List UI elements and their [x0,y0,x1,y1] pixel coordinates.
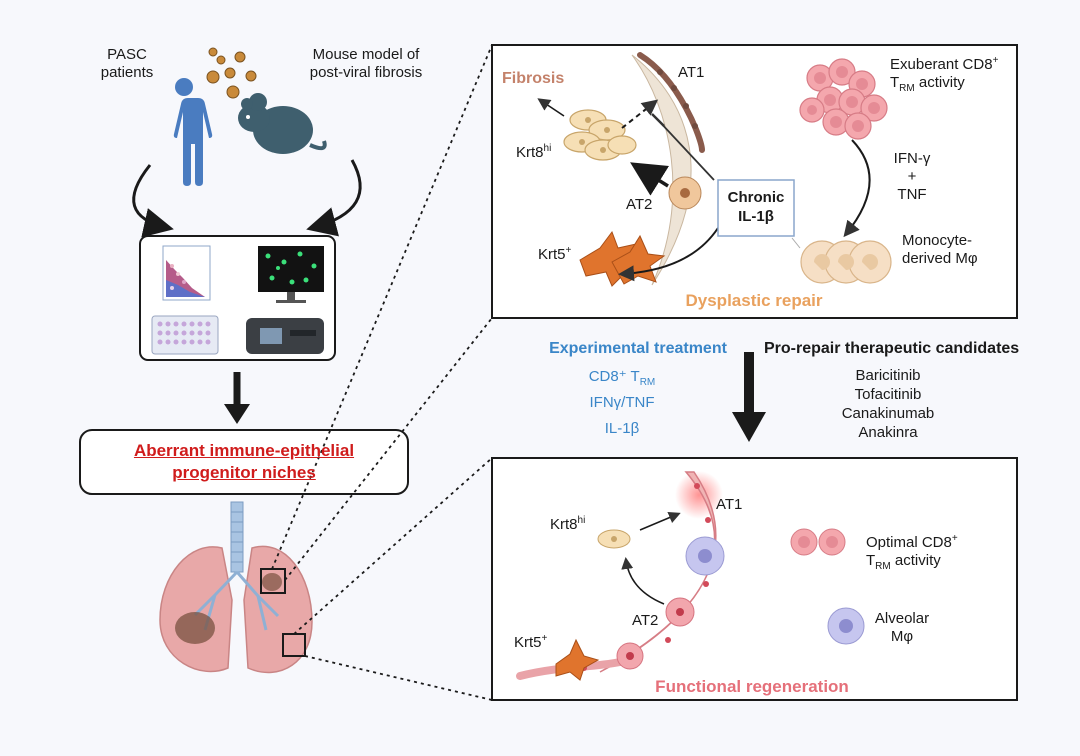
heatmap-icon [162,245,211,301]
sequencer-instrument-icon [246,318,324,354]
krt5-label-top: Krt5+ [538,242,571,264]
experimental-treatment-title: Experimental treatment [549,340,727,357]
at1-label-top: AT1 [678,64,705,81]
niche-title-line2: progenitor niches [172,463,316,482]
krt8-top-base: Krt8 [516,144,544,161]
niche-title-box [79,429,409,495]
drug-baricitinib: Baricitinib [855,367,921,384]
alveolar-mac-label: Alveolar Mφ [875,610,929,646]
alveolar-macrophage-bottom [827,607,865,645]
pro-repair-title: Pro-repair therapeutic candidates [764,340,1020,357]
pasc-line1: PASC [107,46,147,63]
fibrosis-label: Fibrosis [502,70,565,87]
arrow-patients-to-analysis [132,164,174,238]
krt8-top-sup: hi [543,143,552,154]
krt8-bottom-base: Krt8 [550,516,578,533]
trm-top-sub: RM [899,83,915,94]
pasc-label: PASC patients [101,46,154,82]
chronic-il1b-label: Chronic IL-1β [728,188,785,226]
pro-repair-list: Baricitinib Tofacitinib Canakinumab Anak… [842,366,935,442]
niche-title: Aberrant immune-epithelial progenitor ni… [134,440,354,484]
trm-top-rest: activity [914,74,965,91]
trm-bottom-t: T [866,552,876,569]
trm-bottom-line1: Optimal CD8 [866,534,952,551]
exp-item-cd8-text: CD8⁺ T [588,368,640,385]
pasc-line2: patients [100,64,154,81]
zoom-connector-lines [271,44,493,701]
monocyte-line1: Monocyte- [902,232,973,249]
krt8-label-bottom: Krt8hi [550,512,585,534]
trm-bottom-sub: RM [875,561,891,572]
at1-label-bottom: AT1 [716,496,743,513]
fibrotic-region-box [260,568,286,594]
microscopy-monitor-icon [258,246,324,303]
mouse-model-line2: post-viral fibrosis [309,64,423,81]
krt8-bottom-sup: hi [577,515,586,526]
krt5-label-bottom: Krt5+ [514,630,547,652]
krt5-bottom-sup: + [541,633,548,644]
krt5-cell-bottom [555,638,600,681]
cytokines-label: IFN-γ + TNF [894,150,931,204]
drug-anakinra: Anakinra [858,424,918,441]
human-figure-icon [170,78,213,186]
mouse-icon [238,93,327,154]
alveolar-wall-top [631,54,692,286]
krt5-bottom-base: Krt5 [514,634,542,651]
trm-label-bottom: Optimal CD8+ TRM activity [866,530,958,576]
niche-title-line1: Aberrant immune-epithelial [133,441,355,460]
chronic-il1b-box [717,179,795,237]
lungs-illustration [159,501,313,674]
trm-top-t: T [890,74,900,91]
at2-label-bottom: AT2 [632,612,659,629]
cd8-trm-cells-bottom [790,528,846,556]
chronic-line2: IL-1β [738,208,774,225]
drug-tofacitinib: Tofacitinib [854,386,922,403]
trm-top-sup: + [992,55,999,66]
krt5-top-sup: + [565,245,572,256]
mouse-model-label: Mouse model of post-viral fibrosis [310,46,423,82]
alveolar-line2: Mφ [890,628,914,645]
cytokine-plus: + [907,168,917,185]
exp-item-cd8: CD8⁺ TRM [589,368,656,392]
alveolar-line1: Alveolar [874,610,930,627]
trm-bottom-sup: + [951,533,958,544]
chronic-line1: Chronic [727,189,785,206]
krt5-top-base: Krt5 [538,246,566,263]
dysplastic-repair-label: Dysplastic repair [685,291,823,310]
trm-bottom-rest: activity [890,552,941,569]
at2-label-top: AT2 [626,196,653,213]
mouse-model-line1: Mouse model of [312,46,420,63]
monocyte-label: Monocyte- derived Mφ [902,232,978,268]
arrow-mouse-to-analysis [306,159,362,237]
trm-top-line1: Exuberant CD8 [890,56,993,73]
krt8-label-top: Krt8hi [516,140,551,162]
well-plate-icon [151,315,219,355]
exp-item-il1b: IL-1β [604,420,640,437]
at2-cells-bottom [616,597,695,670]
cytokine-ifn: IFN-γ [893,150,931,167]
cd8-trm-cluster-top [799,58,888,140]
exp-item-ifn: IFNγ/TNF [589,394,655,411]
functional-regeneration-label: Functional regeneration [655,677,849,696]
monocyte-line2: derived Mφ [902,250,978,267]
alveolar-wall-bottom [599,471,717,673]
cytokine-tnf: TNF [897,186,927,203]
drug-canakinumab: Canakinumab [841,405,935,422]
virus-particles-icon [206,47,257,99]
exp-item-cd8-sub: RM [639,377,656,388]
alveolar-macrophage-lumen [685,536,725,576]
trm-label-top: Exuberant CD8+ TRM activity [890,52,998,98]
